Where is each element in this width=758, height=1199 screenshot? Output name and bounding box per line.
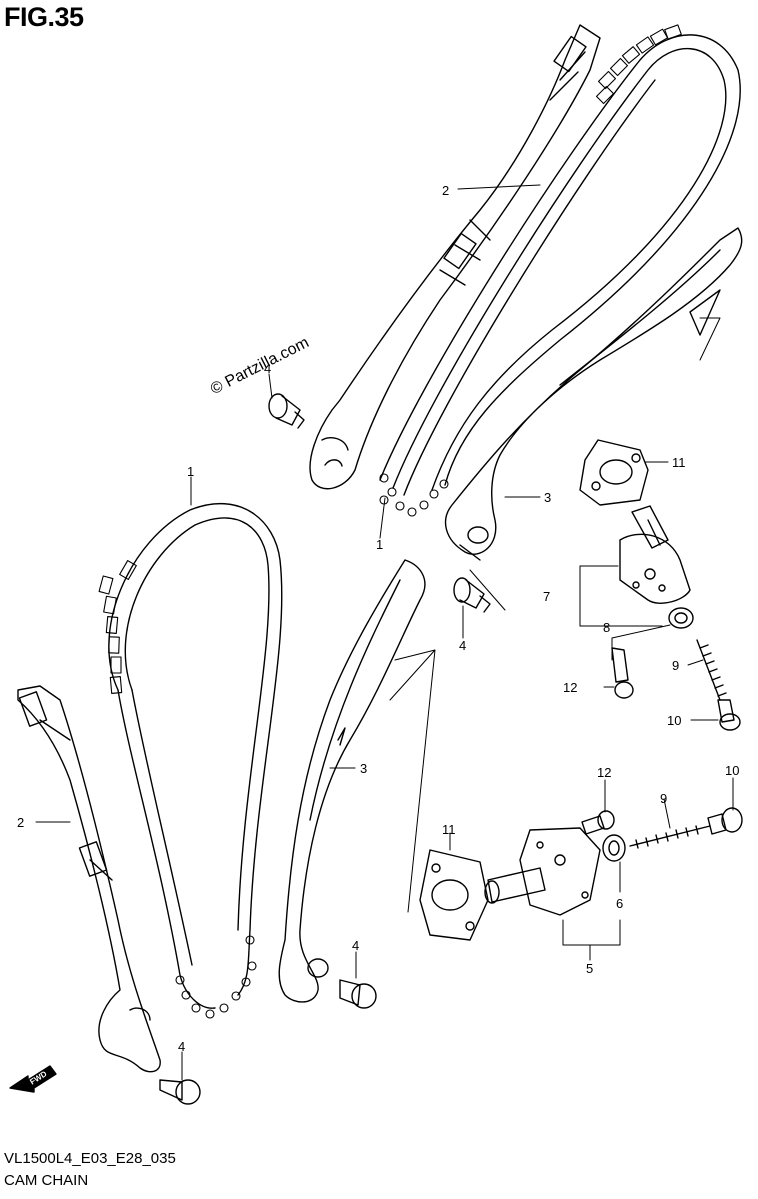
callout-10-lower-bolt: 10 [725,763,739,778]
callout-1-upper-chain: 1 [376,537,383,552]
callout-3-upper-arm: 3 [544,490,551,505]
lower-middle-bolt [339,979,377,1009]
callout-1-lower-chain: 1 [187,464,194,479]
callout-6-lower-oring: 6 [616,896,623,911]
callout-labels: 2 4 11 3 1 1 7 8 4 9 12 10 2 3 12 10 9 1… [17,183,739,1087]
callout-9-upper-spring: 9 [672,658,679,673]
lower-plug-bolt [581,810,615,835]
callout-12-upper-plug: 12 [563,680,577,695]
lower-left-bolt [159,1079,201,1105]
leader-lines [35,184,734,1081]
callout-11-upper-gasket: 11 [672,455,686,470]
lower-tensioner-gasket [419,849,489,941]
callout-4-lower-left-bolt: 4 [178,1039,185,1054]
callout-12-lower-plug: 12 [597,765,611,780]
callout-4-lower-middle-bolt: 4 [352,938,359,953]
upper-right-bolt [453,577,491,613]
diagram-code: VL1500L4_E03_E28_035 [4,1150,176,1167]
upper-cam-chain [379,24,741,517]
lower-tensioner-body [484,827,601,916]
lower-cap-bolt [707,807,743,835]
callout-7-upper-tensioner: 7 [543,589,550,604]
upper-chain-guide [309,24,601,490]
upper-cap-bolt [717,699,741,731]
lower-chain-links [98,560,257,1019]
callout-3-lower-arm: 3 [360,761,367,776]
upper-tensioner-body [619,505,691,604]
upper-tensioner-gasket [579,439,649,506]
callout-11-lower-gasket: 11 [442,822,456,837]
upper-tensioner-arm [444,227,743,561]
upper-spring [696,639,727,701]
lower-chain-guide [17,685,161,1073]
diagram-name: CAM CHAIN [4,1172,89,1189]
lower-spring [629,825,711,849]
lower-cam-chain [98,503,283,1019]
callout-5-lower-tensioner: 5 [586,961,593,976]
callout-10-upper-bolt: 10 [667,713,681,728]
upper-left-bolt [268,393,305,429]
callout-2-upper-guide: 2 [442,183,449,198]
callout-4-upper-right-bolt: 4 [459,638,466,653]
lower-tensioner-arm [278,559,426,1003]
lower-o-ring [602,834,626,862]
callout-8-upper-oring: 8 [603,620,610,635]
upper-chain-links [379,24,682,517]
callout-9-lower-spring: 9 [660,791,667,806]
figure-title: FIG.35 [4,2,84,32]
fwd-arrow [9,1065,57,1093]
upper-plug-bolt [611,647,634,699]
callout-2-lower-guide: 2 [17,815,24,830]
upper-o-ring [668,607,694,629]
callout-4-upper-left-bolt: 4 [264,361,271,376]
